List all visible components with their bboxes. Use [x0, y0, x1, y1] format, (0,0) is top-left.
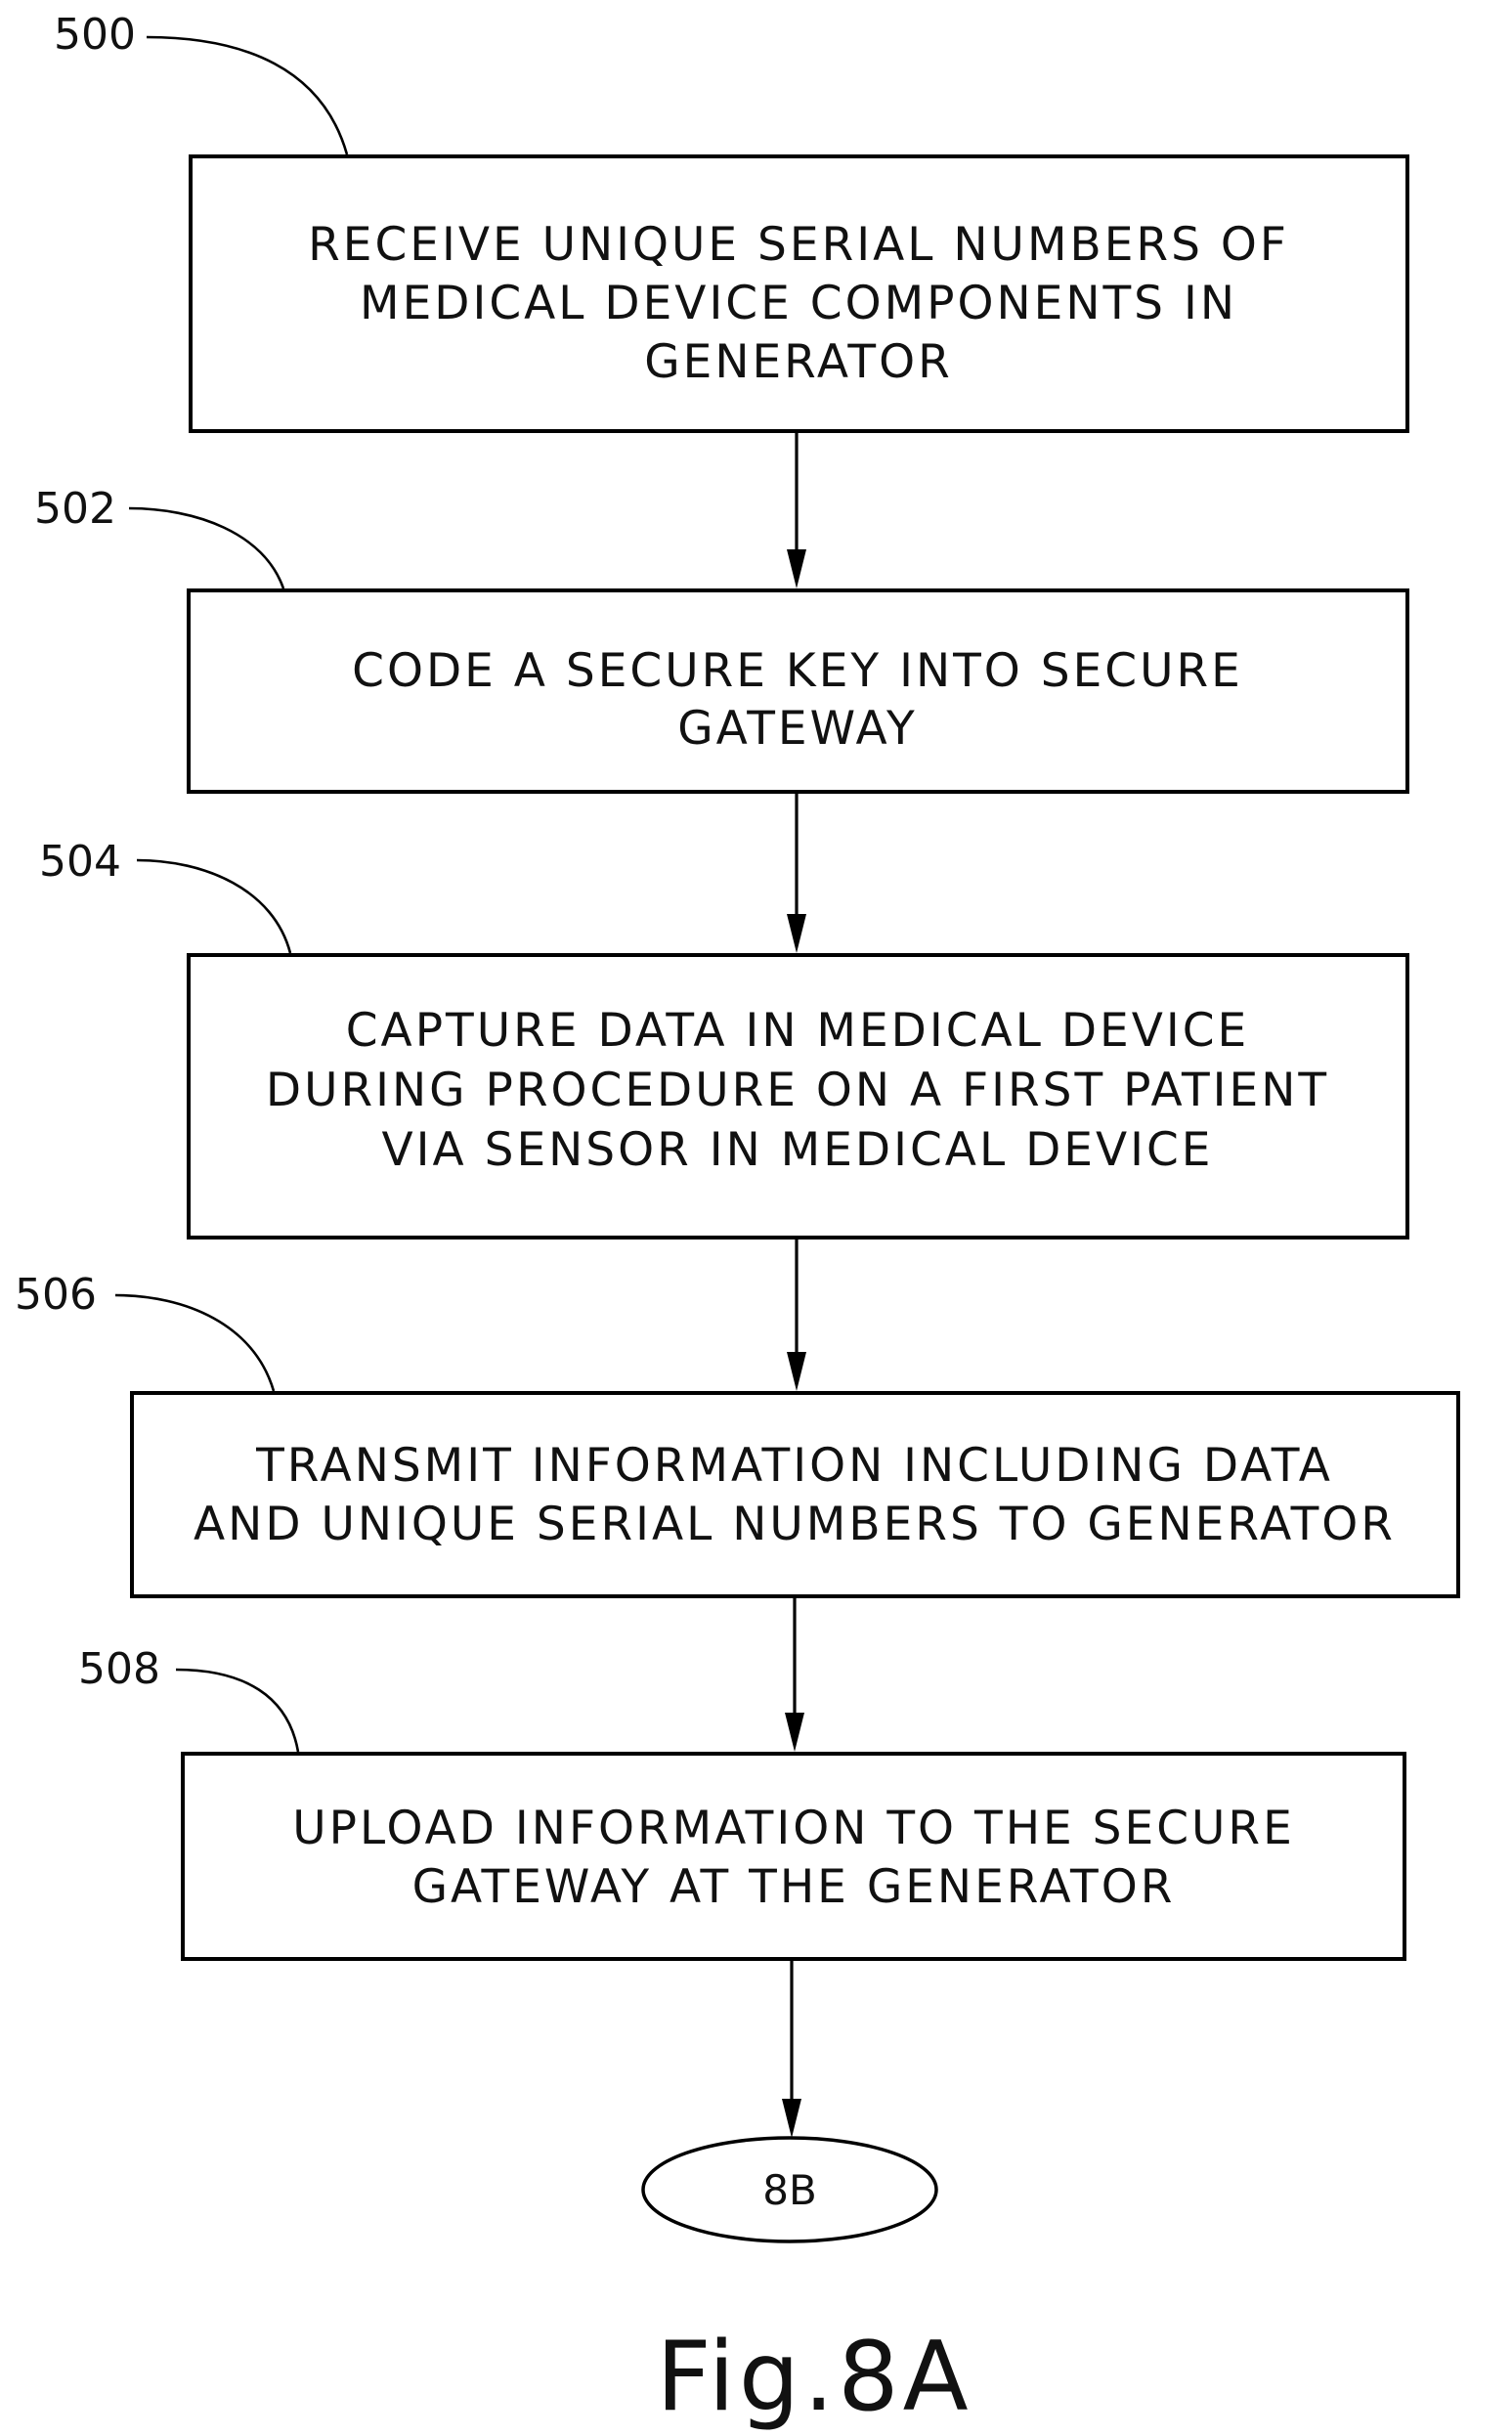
ref-label-500: 500 [54, 10, 136, 60]
connector-arrow-506-508 [785, 1596, 804, 1752]
connector-arrow-504-506 [787, 1238, 806, 1391]
terminal-label: 8B [762, 2166, 817, 2214]
ref-label-506: 506 [15, 1270, 97, 1320]
connector-arrow-500-502 [787, 431, 806, 588]
step-504: 504 CAPTURE DATA IN MEDICAL DEVICE DURIN… [39, 837, 1407, 1238]
step-box-508 [183, 1754, 1404, 1959]
figure-label: Fig.8A [656, 2322, 972, 2433]
step-text-500-line-3: GENERATOR [644, 335, 953, 389]
step-text-502-line-1: CODE A SECURE KEY INTO SECURE [352, 644, 1243, 698]
step-500: 500 RECEIVE UNIQUE SERIAL NUMBERS OF MED… [54, 10, 1407, 431]
step-text-502-line-2: GATEWAY [677, 702, 917, 756]
step-text-500-line-1: RECEIVE UNIQUE SERIAL NUMBERS OF [308, 218, 1289, 272]
step-text-504-line-2: DURING PROCEDURE ON A FIRST PATIENT [266, 1064, 1329, 1117]
connector-arrow-502-504 [787, 792, 806, 953]
leader-line-504 [137, 860, 290, 953]
step-text-506-line-1: TRANSMIT INFORMATION INCLUDING DATA [255, 1439, 1333, 1493]
leader-line-508 [176, 1670, 298, 1752]
step-box-506 [132, 1393, 1458, 1596]
leader-line-506 [115, 1295, 274, 1391]
step-502: 502 CODE A SECURE KEY INTO SECURE GATEWA… [34, 484, 1407, 792]
ref-label-508: 508 [78, 1644, 160, 1694]
step-text-506-line-2: AND UNIQUE SERIAL NUMBERS TO GENERATOR [194, 1498, 1396, 1551]
ref-label-504: 504 [39, 837, 121, 887]
leader-line-500 [147, 37, 347, 154]
step-text-504-line-1: CAPTURE DATA IN MEDICAL DEVICE [346, 1004, 1250, 1058]
step-508: 508 UPLOAD INFORMATION TO THE SECURE GAT… [78, 1644, 1404, 1959]
leader-line-502 [129, 508, 283, 588]
step-text-508-line-2: GATEWAY AT THE GENERATOR [412, 1860, 1176, 1914]
step-text-508-line-1: UPLOAD INFORMATION TO THE SECURE [292, 1802, 1295, 1855]
connector-arrow-508-terminal [782, 1959, 801, 2138]
step-text-504-line-3: VIA SENSOR IN MEDICAL DEVICE [382, 1123, 1214, 1177]
step-506: 506 TRANSMIT INFORMATION INCLUDING DATA … [15, 1270, 1458, 1596]
step-text-500-line-2: MEDICAL DEVICE COMPONENTS IN [360, 277, 1237, 330]
ref-label-502: 502 [34, 484, 116, 534]
off-page-connector-8b: 8B [643, 2138, 936, 2241]
